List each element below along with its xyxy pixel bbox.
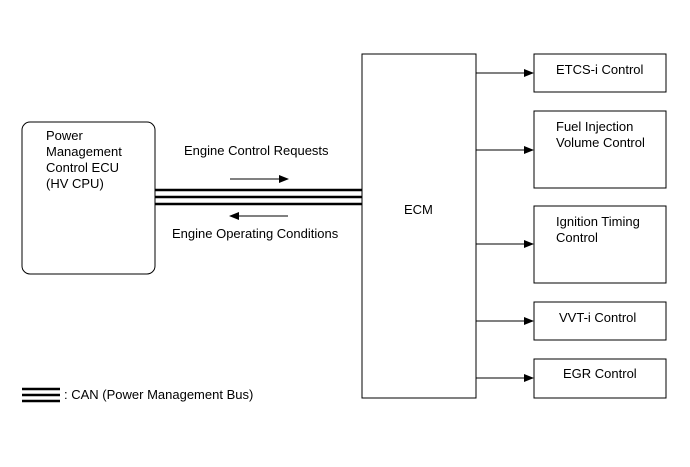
vvt-control-label: VVT-i Control (559, 310, 637, 325)
etcs-control-label: ETCS-i Control (556, 62, 644, 77)
ignition-timing-control-label: Ignition Timing Control (556, 214, 640, 245)
can-bus-lines (155, 188, 362, 206)
ecm-output-arrows (476, 69, 534, 382)
request-label: Engine Control Requests (184, 143, 329, 158)
egr-control-label: EGR Control (563, 366, 637, 381)
ignition-timing-control-box (533, 205, 667, 284)
fuel-injection-control-box (533, 110, 667, 189)
vvt-control-box (533, 301, 667, 341)
power-management-ecu-label: Power Management Control ECU (HV CPU) (46, 128, 122, 191)
ecm-label: ECM (404, 202, 433, 217)
fuel-injection-control-label: Fuel Injection Volume Control (556, 119, 645, 150)
condition-label: Engine Operating Conditions (172, 226, 339, 241)
etcs-control-box (533, 53, 667, 93)
ecm-box (361, 53, 477, 399)
egr-control-box (533, 358, 667, 399)
legend-can-symbol (22, 387, 60, 403)
legend-label: : CAN (Power Management Bus) (64, 387, 254, 402)
